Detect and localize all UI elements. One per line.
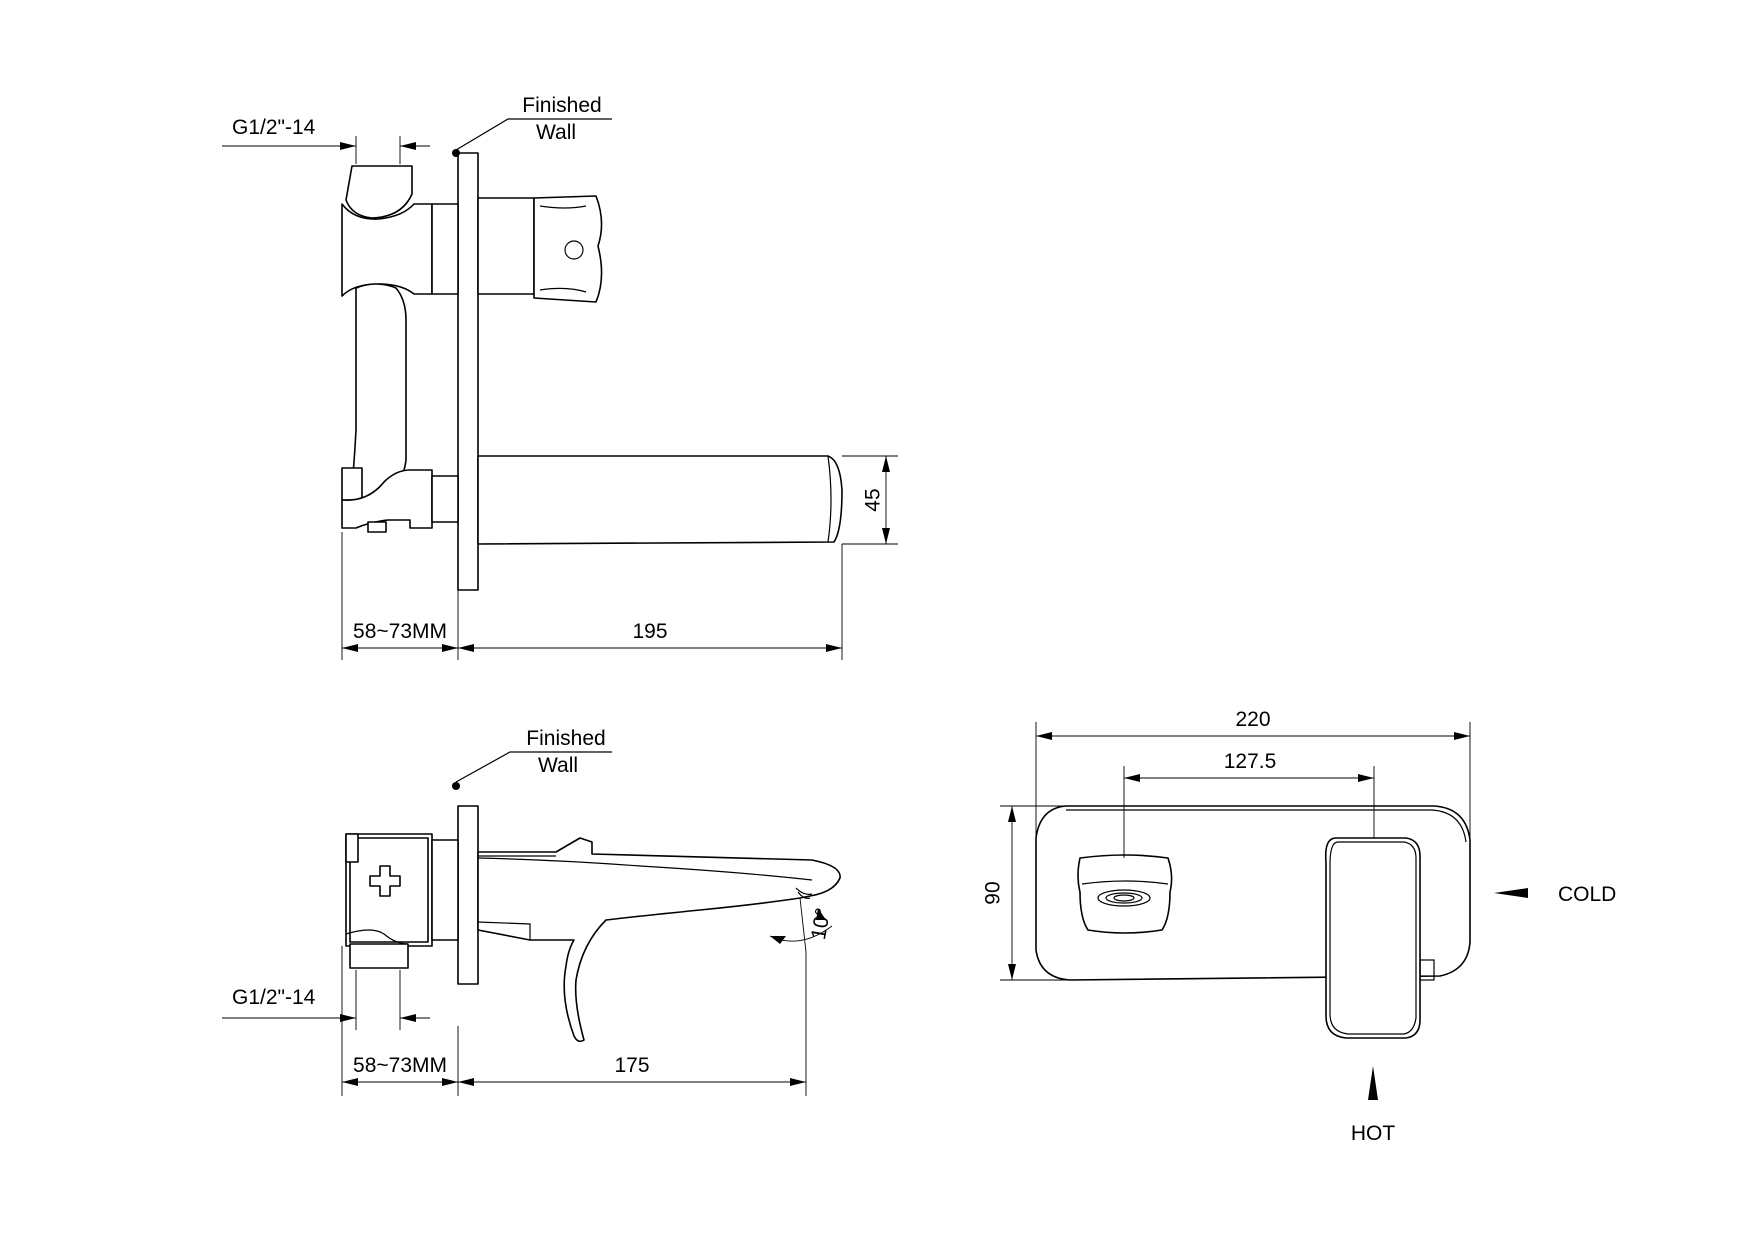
dim-plate-height: 90 bbox=[982, 805, 1070, 981]
spout-projection-bottom: 175 bbox=[614, 1054, 649, 1077]
finished-wall-label-bottom-2: Wall bbox=[538, 754, 578, 777]
finished-wall-leader-top bbox=[455, 118, 612, 151]
set-screw-top bbox=[367, 521, 387, 533]
handle-hole-top bbox=[564, 240, 584, 260]
thread-label-top: G1/2"-14 bbox=[232, 116, 316, 139]
spout-top bbox=[477, 455, 843, 545]
depth-range-bottom: 58~73MM bbox=[353, 1054, 447, 1077]
finished-wall-label-bottom-1: Finished bbox=[526, 727, 605, 750]
cold-label: COLD bbox=[1558, 883, 1616, 906]
hot-label: HOT bbox=[1351, 1122, 1396, 1145]
side-view-bottom: Finished Wall 10° bbox=[222, 727, 841, 1096]
valve-body-upper bbox=[341, 203, 433, 297]
plate-width-value: 220 bbox=[1235, 708, 1270, 731]
cold-handle bbox=[1077, 854, 1173, 934]
outlet-stub-top bbox=[431, 475, 459, 523]
cartridge-stub-top bbox=[431, 203, 459, 295]
cold-indicator: COLD bbox=[1494, 883, 1616, 906]
dim-thread-top: G1/2"-14 bbox=[222, 116, 430, 164]
inlet-cap-bottom bbox=[349, 943, 409, 969]
depth-range-top: 58~73MM bbox=[353, 620, 447, 643]
finished-wall-label-top-2: Wall bbox=[536, 121, 576, 144]
lever-handle-top bbox=[533, 195, 603, 303]
handle-base-top bbox=[477, 197, 535, 295]
dim-depth-top: 58~73MM 195 bbox=[341, 532, 843, 660]
hot-lever-handle bbox=[1324, 837, 1421, 1039]
finished-wall-marker-top bbox=[452, 149, 460, 157]
spout-projection-top: 195 bbox=[632, 620, 667, 643]
hot-indicator: HOT bbox=[1351, 1066, 1396, 1145]
finished-wall-label-top-1: Finished bbox=[522, 94, 601, 117]
inlet-cap-top bbox=[345, 165, 413, 219]
spout-angle-marker: 10° bbox=[769, 897, 835, 953]
spout-and-lever-bottom bbox=[477, 837, 841, 1043]
finished-wall-marker-bottom bbox=[452, 782, 460, 790]
side-view-top: Finished Wall G1/2"-14 bbox=[222, 94, 898, 660]
finished-wall-leader-bottom bbox=[455, 751, 612, 783]
cross-screw-icon bbox=[369, 865, 401, 897]
center-distance-value: 127.5 bbox=[1224, 750, 1277, 773]
spout-height-value: 45 bbox=[862, 488, 885, 511]
dim-plate-width: 220 bbox=[1035, 708, 1471, 840]
dim-center-distance: 127.5 bbox=[1123, 750, 1375, 858]
wall-plate-top bbox=[457, 152, 479, 591]
front-view: 220 127.5 90 COLD bbox=[982, 708, 1617, 1145]
cartridge-stub-bottom bbox=[431, 839, 459, 941]
dim-thread-bottom: G1/2"-14 bbox=[222, 970, 430, 1030]
dim-depth-bottom: 58~73MM 175 bbox=[341, 946, 807, 1096]
outlet-knob-top bbox=[341, 467, 363, 501]
spout-angle-value: 10° bbox=[807, 906, 835, 941]
dim-spout-height-top: 45 bbox=[842, 455, 898, 545]
thread-label-bottom: G1/2"-14 bbox=[232, 986, 316, 1009]
wall-plate-bottom bbox=[457, 805, 479, 985]
plate-height-value: 90 bbox=[982, 881, 1005, 904]
